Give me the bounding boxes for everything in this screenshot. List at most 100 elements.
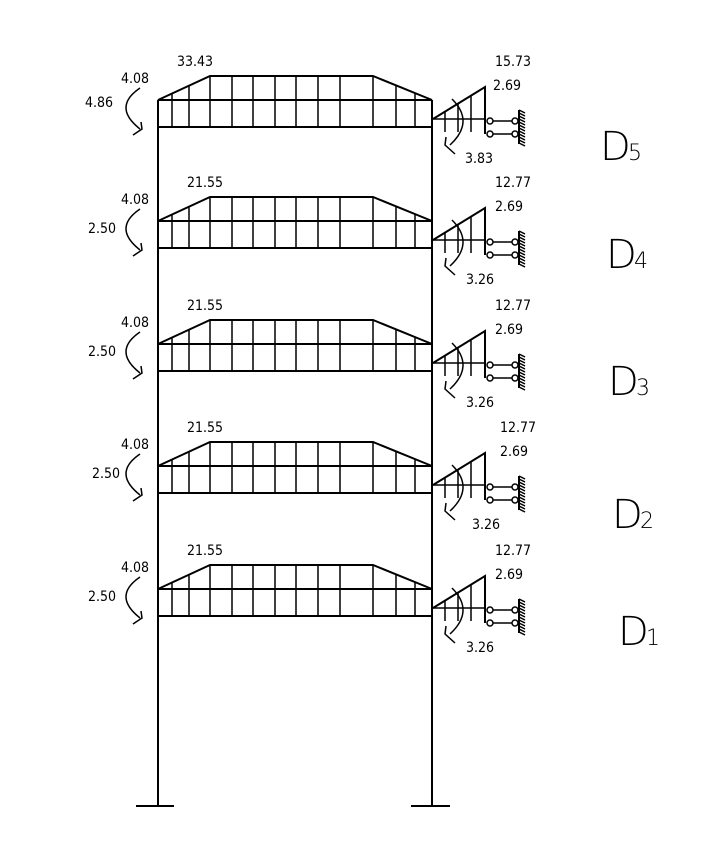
support-hatch <box>518 496 526 501</box>
left-moment-value: 4.86 <box>85 95 113 111</box>
left-moment-arc <box>125 576 141 619</box>
trapezoid-load <box>157 75 433 101</box>
trapezoid-peak-value: 21.55 <box>187 175 223 191</box>
floor-label: D <box>606 232 637 278</box>
right-moment-arrowhead <box>444 502 456 521</box>
floor-label: D <box>600 124 631 170</box>
right-moment-arrowhead <box>444 257 456 276</box>
right-uniform-value: 2.69 <box>493 78 521 94</box>
triangle-peak-value: 12.77 <box>500 420 536 436</box>
roller-link-icon <box>486 130 494 138</box>
support-hatch <box>518 377 526 382</box>
roller-link-icon <box>511 496 519 504</box>
support-hatch <box>518 631 526 636</box>
roller-link-icon <box>511 251 519 259</box>
support-hatch <box>518 245 526 250</box>
left-moment-value: 2.50 <box>88 221 116 237</box>
floor-label-subscript: 1 <box>646 626 660 651</box>
roller-link-icon <box>486 251 494 259</box>
support-hatch <box>518 622 526 627</box>
floor-label: D <box>608 359 639 405</box>
left-moment-arrowhead <box>132 242 143 257</box>
support-hatch <box>518 478 526 483</box>
uniform-load-value: 4.08 <box>121 315 149 331</box>
trapezoid-peak-value: 21.55 <box>187 543 223 559</box>
right-moment-value: 3.26 <box>466 640 494 656</box>
right-uniform-value: 2.69 <box>495 567 523 583</box>
left-moment-value: 2.50 <box>92 466 120 482</box>
right-uniform-value: 2.69 <box>500 444 528 460</box>
support-hatch <box>518 505 526 510</box>
support-hatch <box>518 619 526 624</box>
left-moment-value: 2.50 <box>88 589 116 605</box>
support-hatch <box>518 251 526 256</box>
right-moment-arrowhead <box>444 380 456 399</box>
uniform-load-value: 4.08 <box>121 71 149 87</box>
uniform-load-value: 4.08 <box>121 437 149 453</box>
left-moment-arrowhead <box>132 365 143 380</box>
floor-label-subscript: 4 <box>634 249 648 274</box>
support-hatch <box>518 616 526 621</box>
support-hatch <box>518 121 526 126</box>
right-moment-value: 3.26 <box>466 272 494 288</box>
uniform-load-value: 4.08 <box>121 560 149 576</box>
support-hatch <box>518 365 526 370</box>
floor-label-subscript: 2 <box>640 509 654 534</box>
floor-label-subscript: 5 <box>628 141 642 166</box>
trapezoid-peak-value: 33.43 <box>177 54 213 70</box>
right-moment-value: 3.26 <box>466 395 494 411</box>
support-hatch <box>518 386 526 391</box>
roller-link-icon <box>511 483 519 491</box>
support-hatch <box>518 508 526 513</box>
triangle-load <box>432 574 486 623</box>
support-hatch <box>518 118 526 123</box>
support-hatch <box>518 136 526 141</box>
triangle-peak-value: 12.77 <box>495 543 531 559</box>
roller-link-icon <box>486 483 494 491</box>
support-hatch <box>518 604 526 609</box>
support-hatch <box>518 607 526 612</box>
support-hatch <box>518 484 526 489</box>
support-hatch <box>518 380 526 385</box>
roller-link-icon <box>511 117 519 125</box>
support-hatch <box>518 260 526 265</box>
right-moment-arc <box>449 587 464 635</box>
right-moment-arrowhead <box>444 625 456 644</box>
left-moment-arrowhead <box>132 121 143 136</box>
support-hatch <box>518 263 526 268</box>
uniform-load-value: 4.08 <box>121 192 149 208</box>
triangle-load <box>432 85 486 134</box>
support-hatch <box>518 142 526 147</box>
floor-label: D <box>612 492 643 538</box>
support-hatch <box>518 233 526 238</box>
support-hatch <box>518 625 526 630</box>
support-hatch <box>518 257 526 262</box>
trapezoid-peak-value: 21.55 <box>187 298 223 314</box>
floor-label-subscript: 3 <box>636 376 650 401</box>
support-hatch <box>518 133 526 138</box>
support-hatch <box>518 628 526 633</box>
right-moment-value: 3.83 <box>465 151 493 167</box>
support-hatch <box>518 383 526 388</box>
support-hatch <box>518 598 526 603</box>
left-moment-arrowhead <box>132 610 143 625</box>
roller-link-icon <box>511 238 519 246</box>
right-moment-arc <box>449 464 464 512</box>
support-hatch <box>518 353 526 358</box>
triangle-peak-value: 15.73 <box>495 54 531 70</box>
roller-link-icon <box>486 374 494 382</box>
roller-link-icon <box>486 496 494 504</box>
support-hatch <box>518 242 526 247</box>
left-moment-arc <box>125 87 141 130</box>
support-hatch <box>518 248 526 253</box>
trapezoid-load <box>157 196 433 222</box>
support-hatch <box>518 490 526 495</box>
roller-link-icon <box>486 117 494 125</box>
support-hatch <box>518 368 526 373</box>
support-hatch <box>518 115 526 120</box>
right-moment-arrowhead <box>444 136 456 155</box>
triangle-load <box>432 451 486 500</box>
